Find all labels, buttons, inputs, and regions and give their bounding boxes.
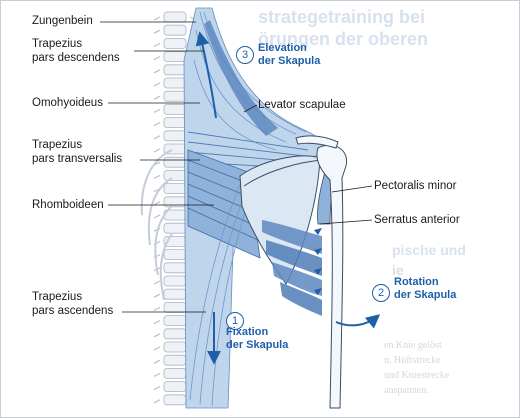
label-pectoralis-minor: Pectoralis minor: [374, 179, 456, 193]
step-elevation-title: Elevation: [258, 42, 320, 55]
vertebra: [164, 170, 186, 180]
label-trapezius-transversalis: Trapezius pars transversalis: [32, 138, 122, 166]
vertebra: [164, 329, 186, 339]
vertebra: [164, 276, 186, 286]
vertebra: [164, 316, 186, 326]
step-elevation-subtitle: der Skapula: [258, 55, 320, 68]
label-trapezius-ascendens: Trapezius pars ascendens: [32, 290, 113, 318]
label-serratus-anterior: Serratus anterior: [374, 213, 460, 227]
vertebra: [164, 355, 186, 365]
vertebra: [164, 184, 186, 194]
step-elevation-text: Elevation der Skapula: [258, 42, 320, 68]
vertebra: [164, 78, 186, 88]
vertebra: [164, 157, 186, 167]
label-rhomboideen: Rhomboideen: [32, 198, 104, 212]
label-levator-scapulae: Levator scapulae: [258, 98, 346, 112]
step-fixation: 1 Fixation der Skapula: [226, 312, 336, 352]
step-fixation-text: Fixation der Skapula: [226, 326, 288, 352]
step-rotation-number: 2: [372, 284, 390, 302]
label-trapezius-transversalis-line1: Trapezius: [32, 138, 122, 152]
vertebra: [164, 52, 186, 62]
step-rotation-subtitle: der Skapula: [394, 289, 456, 302]
vertebra: [164, 368, 186, 378]
label-trapezius-transversalis-line2: pars transversalis: [32, 152, 122, 166]
vertebra: [164, 91, 186, 101]
vertebra: [164, 395, 186, 405]
label-trapezius-ascendens-line2: pars ascendens: [32, 304, 113, 318]
label-zungenbein: Zungenbein: [32, 14, 93, 28]
vertebra: [164, 25, 186, 35]
label-trapezius-descendens-line1: Trapezius: [32, 37, 120, 51]
label-omohyoideus: Omohyoideus: [32, 96, 103, 110]
step-rotation-text: Rotation der Skapula: [394, 276, 456, 302]
label-trapezius-descendens-line2: pars descendens: [32, 51, 120, 65]
vertebra: [164, 250, 186, 260]
step-elevation-number: 3: [236, 46, 254, 64]
vertebra: [164, 223, 186, 233]
vertebra: [164, 289, 186, 299]
vertebra: [164, 131, 186, 141]
vertebra: [164, 38, 186, 48]
step-rotation-title: Rotation: [394, 276, 456, 289]
vertebra: [164, 104, 186, 114]
vertebra: [164, 118, 186, 128]
vertebra: [164, 263, 186, 273]
label-trapezius-descendens: Trapezius pars descendens: [32, 37, 120, 65]
step-fixation-subtitle: der Skapula: [226, 339, 288, 352]
vertebra: [164, 342, 186, 352]
step-rotation: 2 Rotation der Skapula: [372, 276, 482, 304]
vertebra: [164, 12, 186, 22]
vertebra: [164, 65, 186, 75]
rotation-arrow: [336, 316, 378, 325]
step-fixation-title: Fixation: [226, 326, 288, 339]
vertebra: [164, 382, 186, 392]
step-elevation: 3 Elevation der Skapula: [236, 42, 356, 70]
label-trapezius-ascendens-line1: Trapezius: [32, 290, 113, 304]
vertebra: [164, 302, 186, 312]
